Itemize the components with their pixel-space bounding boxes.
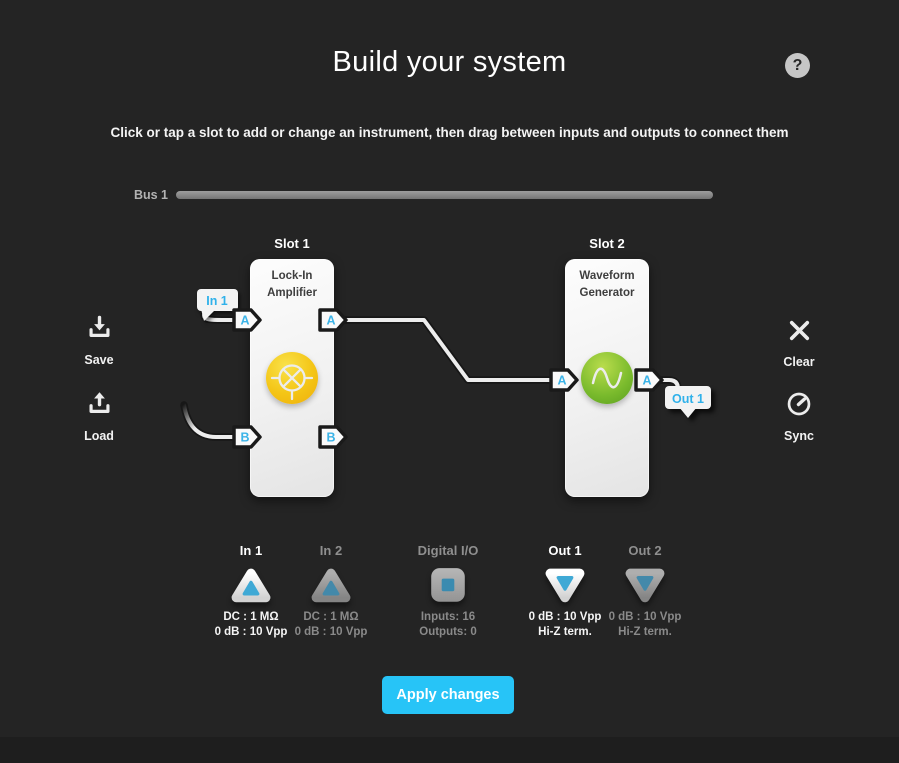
slot2-instrument-name: Waveform Generator — [579, 270, 635, 299]
io-in2-label: In 2 — [319, 543, 343, 558]
in1-tag[interactable]: In 1 — [197, 289, 238, 321]
svg-text:A: A — [240, 314, 249, 328]
io-in1-specs: DC : 1 MΩ 0 dB : 10 Vpp — [214, 611, 288, 638]
save-button[interactable]: Save — [73, 314, 125, 367]
slot2-label: Slot 2 — [589, 236, 625, 251]
io-in1: In 1 DC : 1 MΩ 0 dB : 10 Vpp — [196, 543, 306, 640]
bus-bar — [176, 191, 713, 199]
svg-text:A: A — [642, 374, 651, 388]
output-triangle-down-icon[interactable] — [510, 566, 620, 608]
sync-gauge-icon — [786, 391, 812, 418]
slot1-output-b-node[interactable]: B — [318, 425, 348, 449]
slot1-card[interactable]: Lock-In Amplifier — [250, 259, 334, 497]
slot1-input-b-node[interactable]: B — [232, 425, 262, 449]
io-in1-label: In 1 — [239, 543, 263, 558]
digital-io-square-icon[interactable] — [393, 566, 503, 608]
io-in2-specs: DC : 1 MΩ 0 dB : 10 Vpp — [294, 611, 368, 638]
sync-label: Sync — [784, 429, 814, 443]
io-digital-label: Digital I/O — [417, 543, 479, 558]
page-title: Build your system — [332, 46, 567, 78]
slot1-instrument-name: Lock-In Amplifier — [267, 270, 317, 299]
slot2-input-a-node[interactable]: A — [549, 368, 579, 392]
clear-x-icon — [787, 318, 812, 345]
load-label: Load — [84, 429, 114, 443]
io-out2-specs: 0 dB : 10 Vpp Hi-Z term. — [608, 611, 682, 638]
question-mark-icon: ? — [792, 56, 803, 74]
clear-button[interactable]: Clear — [773, 318, 825, 369]
wire-slot1-a-to-slot2-a — [332, 316, 562, 384]
io-out2: Out 2 0 dB : 10 Vpp Hi-Z term. — [590, 543, 700, 640]
apply-changes-button[interactable]: Apply changes — [382, 676, 514, 714]
instructions-text: Click or tap a slot to add or change an … — [110, 125, 789, 140]
save-icon — [86, 314, 113, 341]
background-band — [0, 737, 899, 763]
svg-text:Out 1: Out 1 — [672, 392, 704, 406]
input-triangle-up-icon-dim[interactable] — [276, 566, 386, 608]
slot1-output-a-node[interactable]: A — [318, 308, 348, 332]
io-out2-label: Out 2 — [628, 543, 662, 558]
bus-label: Bus 1 — [133, 188, 168, 202]
io-in2: In 2 DC : 1 MΩ 0 dB : 10 Vpp — [276, 543, 386, 640]
save-label: Save — [84, 353, 114, 367]
io-out1-specs: 0 dB : 10 Vpp Hi-Z term. — [528, 611, 602, 638]
io-digital: Digital I/O Inputs: 16 Outputs: 0 — [393, 543, 503, 640]
lock-in-mixer-icon — [266, 352, 318, 404]
svg-text:B: B — [326, 431, 335, 445]
sync-button[interactable]: Sync — [773, 391, 825, 443]
io-digital-specs: Inputs: 16 Outputs: 0 — [419, 611, 477, 638]
slot2-output-a-node[interactable]: A — [634, 368, 664, 392]
sine-wave-icon — [581, 352, 633, 404]
io-out1-label: Out 1 — [548, 543, 582, 558]
clear-label: Clear — [783, 355, 815, 369]
output-triangle-down-icon-dim[interactable] — [590, 566, 700, 608]
svg-text:In 1: In 1 — [206, 294, 228, 308]
out1-tag[interactable]: Out 1 — [665, 386, 711, 418]
slot1-input-a-node[interactable]: A — [232, 308, 262, 332]
load-icon — [86, 390, 113, 417]
svg-text:B: B — [240, 431, 249, 445]
svg-text:A: A — [326, 314, 335, 328]
wire-dangling-to-slot1-b — [180, 401, 244, 441]
slot1-label: Slot 1 — [274, 236, 310, 251]
io-out1: Out 1 0 dB : 10 Vpp Hi-Z term. — [510, 543, 620, 640]
help-button[interactable]: ? — [785, 53, 810, 78]
load-button[interactable]: Load — [73, 390, 125, 443]
svg-text:A: A — [557, 374, 566, 388]
input-triangle-up-icon[interactable] — [196, 566, 306, 608]
